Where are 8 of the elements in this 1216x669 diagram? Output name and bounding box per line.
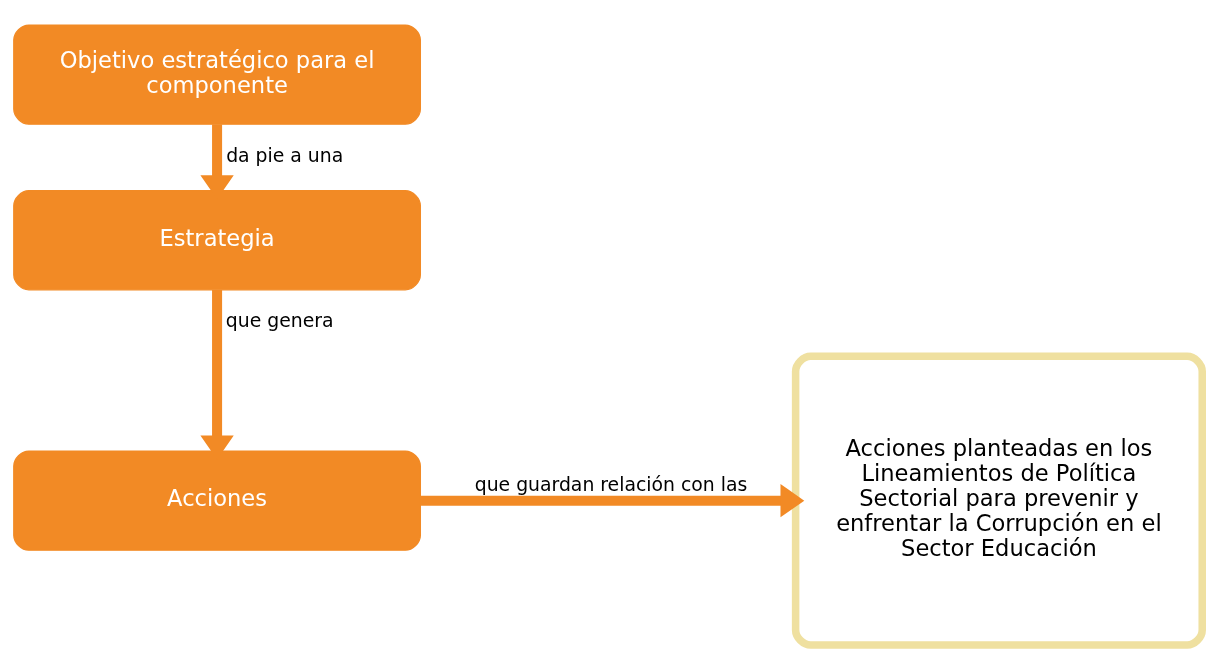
node-box: Objetivo estratégico para el componente — [13, 23, 421, 125]
node-box: Acciones — [13, 449, 421, 551]
node-box: Acciones planteadas en los Lineamientos de Política Sectorial para prevenir y enfrentar la Corrupción en el Sector Educación — [791, 352, 1206, 649]
edge-label: que guardan relación con las — [474, 473, 748, 495]
arrow — [420, 483, 805, 517]
edge-label: da pie a una — [226, 144, 344, 166]
node-box: Estrategia — [13, 189, 421, 290]
edge-label: que genera — [225, 309, 334, 331]
